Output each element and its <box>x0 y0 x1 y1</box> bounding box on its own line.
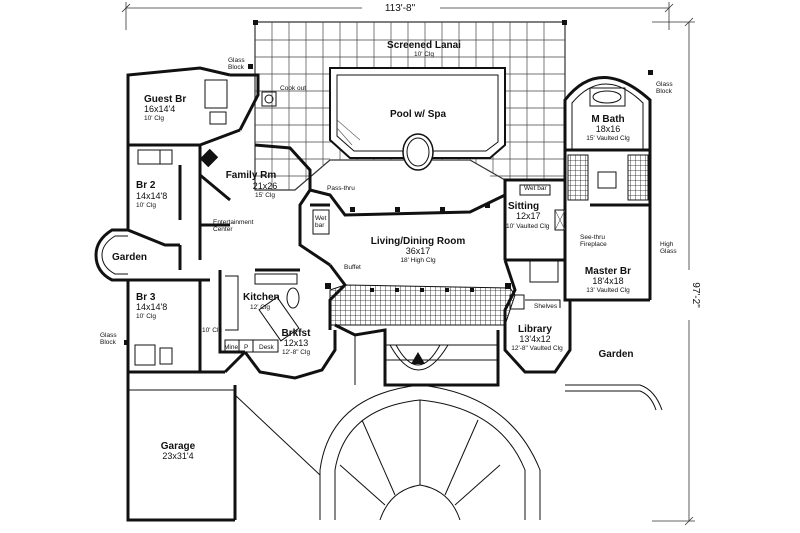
master-br-name: Master Br <box>585 266 631 277</box>
mbath-name: M Bath <box>591 114 624 125</box>
note-glass-block-br3-1: Glass <box>100 332 117 339</box>
note-glass-block-br3-2: Block <box>100 339 117 346</box>
master-br-size: 18'4x18 <box>592 276 623 286</box>
garage <box>126 372 237 522</box>
note-wet-bar-living-2: bar <box>315 222 325 229</box>
note-pass-thru: Pass-thru <box>327 185 355 192</box>
br3-label: Br 3 14x14'8 10' Clg <box>136 292 167 320</box>
note-buffet: Buffet <box>344 264 361 271</box>
note-glass-block-mbath-2: Block <box>656 88 673 95</box>
garage-size: 23x31'4 <box>162 451 193 461</box>
kitchen-label: Kitchen 12' Clg <box>243 292 280 311</box>
note-glass-block-mbath-1: Glass <box>656 81 673 88</box>
family-rm-clg: 15' Clg <box>255 192 275 199</box>
family-rm-name: Family Rm <box>226 170 277 181</box>
overall-width-label: 113'-8" <box>385 3 416 14</box>
br2-label: Br 2 14x14'8 10' Clg <box>136 180 167 209</box>
note-p: P <box>244 344 248 351</box>
library-clg: 12'-8" Vaulted Clg <box>511 345 563 352</box>
note-high-glass-2: Glass <box>660 248 677 255</box>
note-see-thru-1: See-thru <box>580 234 605 241</box>
right-wing-walls <box>503 70 663 411</box>
living-label: Living/Dining Room 36x17 18' High Clg <box>371 236 466 264</box>
sitting-label: Sitting 12x17 10' Vaulted Clg <box>506 201 550 230</box>
note-high-glass-1: High <box>660 241 674 248</box>
br2-clg: 10' Clg <box>136 202 156 209</box>
brkfst-clg: 12'-8" Clg <box>282 349 311 356</box>
note-mine: Mine <box>224 344 238 351</box>
notes: Glass Block Cook out Pass-thru Wet bar W… <box>100 57 677 351</box>
garden-left-label: Garden <box>112 252 147 263</box>
br2-size: 14x14'8 <box>136 191 167 201</box>
mbath-size: 18x16 <box>596 124 621 134</box>
br3-name: Br 3 <box>136 292 156 303</box>
note-entertainment-2: Center <box>213 226 233 233</box>
note-entertainment-1: Entertainment <box>213 219 254 226</box>
living-clg: 18' High Clg <box>400 257 436 264</box>
master-br-label: Master Br 18'4x18 13' Vaulted Clg <box>585 266 631 294</box>
lanai-clg: 10' Clg <box>414 51 434 58</box>
br2-name: Br 2 <box>136 180 156 191</box>
overall-depth-label: 97'-2" <box>690 282 701 308</box>
left-wing-walls <box>94 64 337 380</box>
br3-size: 14x14'8 <box>136 302 167 312</box>
library-size: 13'4x12 <box>519 334 550 344</box>
note-cook-out: Cook out <box>280 85 306 92</box>
brkfst-label: Brkfst 12x13 12'-8" Clg <box>282 328 312 356</box>
garage-label: Garage 23x31'4 <box>161 441 196 461</box>
kitchen-name: Kitchen <box>243 292 280 303</box>
kitchen-clg: 12' Clg <box>250 304 270 311</box>
note-shelves: Shelves <box>534 303 558 310</box>
brkfst-name: Brkfst <box>282 328 312 339</box>
br3-clg: 10' Clg <box>136 313 156 320</box>
brkfst-size: 12x13 <box>284 338 309 348</box>
living-name: Living/Dining Room <box>371 236 466 247</box>
guest-br-label: Guest Br 16x14'4 10' Clg <box>144 94 186 122</box>
pool <box>329 67 506 171</box>
mbath-clg: 15' Vaulted Clg <box>586 135 630 142</box>
garden-right-label: Garden <box>598 349 633 360</box>
note-wet-bar-living-1: Wet <box>315 215 327 222</box>
note-desk: Desk <box>259 344 275 351</box>
guest-br-clg: 10' Clg <box>144 115 164 122</box>
pool-name: Pool w/ Spa <box>390 109 447 120</box>
family-rm-label: Family Rm 21x26 15' Clg <box>226 170 278 199</box>
guest-br-size: 16x14'4 <box>144 104 175 114</box>
overall-depth-dimension: 97'-2" <box>652 17 701 526</box>
note-kitchen-side-clg: 10' Clg <box>202 327 222 334</box>
central-walls <box>309 188 517 387</box>
master-br-clg: 13' Vaulted Clg <box>586 287 630 294</box>
lanai-name: Screened Lanai <box>387 40 461 51</box>
overall-width-dimension: 113'-8" <box>121 1 674 30</box>
note-glass-block-guest-1: Glass <box>228 57 245 64</box>
mbath-label: M Bath 18x16 15' Vaulted Clg <box>586 114 630 142</box>
garage-name: Garage <box>161 441 196 452</box>
driveway-fan <box>234 384 541 521</box>
family-rm-size: 21x26 <box>253 181 278 191</box>
sitting-name: Sitting <box>508 201 539 212</box>
guest-br-name: Guest Br <box>144 94 186 105</box>
living-size: 36x17 <box>406 246 431 256</box>
lanai-label: Screened Lanai 10' Clg <box>387 40 461 58</box>
note-see-thru-2: Fireplace <box>580 241 607 248</box>
note-glass-block-guest-2: Block <box>228 64 245 71</box>
sitting-clg: 10' Vaulted Clg <box>506 223 550 230</box>
library-label: Library 13'4x12 12'-8" Vaulted Clg <box>511 324 563 352</box>
sitting-size: 12x17 <box>516 211 541 221</box>
library-name: Library <box>518 324 552 335</box>
note-wet-bar-sitting: Wet bar <box>524 185 547 192</box>
